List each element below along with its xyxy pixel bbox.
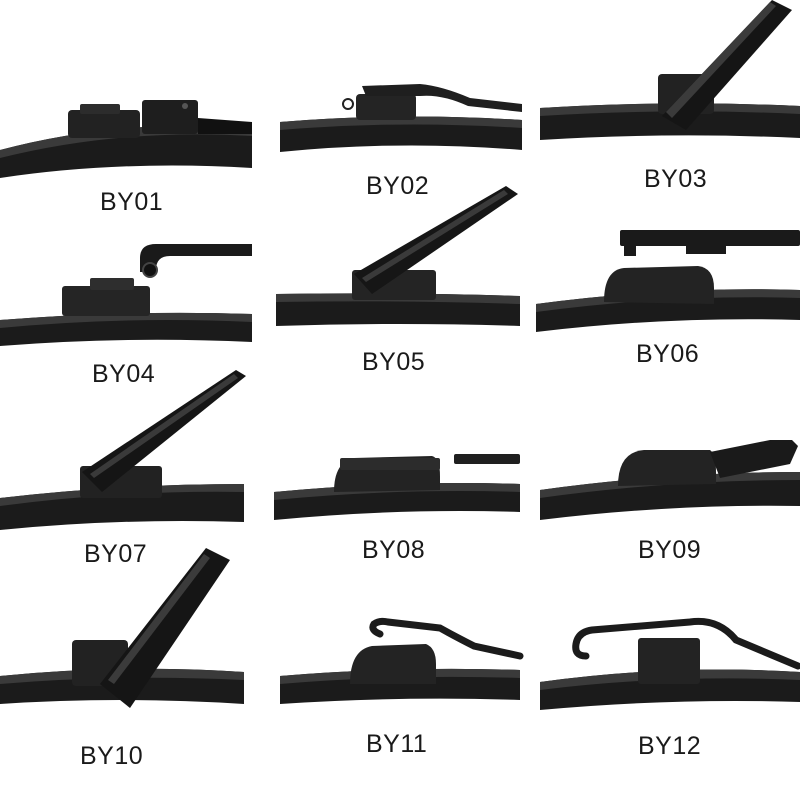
- product-code: BY09: [638, 536, 702, 564]
- wiper-blade-image: [280, 617, 524, 704]
- wiper-blade-image: [274, 454, 520, 520]
- wiper-blade-image: [280, 84, 522, 152]
- wiper-blade-image: [0, 548, 244, 708]
- product-cell-by12: BY12: [540, 600, 800, 800]
- wiper-blade-image: [540, 617, 800, 710]
- product-cell-by01: BY01: [0, 0, 260, 230]
- large-hook-adapter-icon: [572, 617, 800, 684]
- product-cell-by05: BY05: [270, 186, 530, 400]
- product-cell-by08: BY08: [270, 400, 530, 600]
- product-cell-by02: BY02: [270, 0, 530, 230]
- push-button-adapter-icon: [80, 370, 246, 498]
- product-cell-by04: BY04: [0, 230, 260, 400]
- product-code: BY05: [362, 348, 426, 376]
- wiper-blade-image: [540, 440, 800, 520]
- wiper-blade-image: [536, 230, 800, 332]
- product-cell-by11: BY11: [270, 600, 530, 800]
- bayonet-adapter-icon: [62, 244, 252, 316]
- claw-adapter-icon: [618, 440, 798, 486]
- product-code: BY08: [362, 536, 426, 564]
- product-code: BY02: [366, 172, 430, 200]
- product-code: BY04: [92, 360, 156, 388]
- product-cell-by06: BY06: [536, 230, 800, 400]
- product-code: BY10: [80, 742, 144, 770]
- wiper-blade-image: [0, 100, 252, 178]
- pinch-tab-wide-adapter-icon: [72, 548, 230, 708]
- wiper-blade-image: [0, 244, 252, 346]
- hook-adapter-icon: [68, 100, 252, 138]
- top-lock-adapter-icon: [604, 230, 800, 304]
- product-cell-by09: BY09: [540, 400, 800, 600]
- u-hook-adapter-icon: [350, 617, 524, 684]
- side-lock-adapter-icon: [352, 186, 518, 300]
- pinch-tab-adapter-icon: [658, 0, 792, 130]
- product-cell-by10: BY10: [0, 548, 260, 800]
- small-pin-adapter-icon: [334, 454, 520, 492]
- product-code: BY11: [366, 730, 428, 758]
- product-cell-by07: BY07: [0, 370, 260, 600]
- wiper-blade-image: [276, 186, 520, 326]
- wiper-blade-image: [540, 0, 800, 140]
- product-code: BY03: [644, 165, 708, 193]
- product-cell-by03: BY03: [540, 0, 800, 230]
- product-code: BY01: [100, 188, 164, 216]
- product-code: BY12: [638, 732, 702, 760]
- product-code: BY07: [84, 540, 148, 568]
- product-code: BY06: [636, 340, 700, 368]
- wiper-blade-image: [0, 370, 246, 530]
- side-pin-adapter-icon: [342, 84, 522, 120]
